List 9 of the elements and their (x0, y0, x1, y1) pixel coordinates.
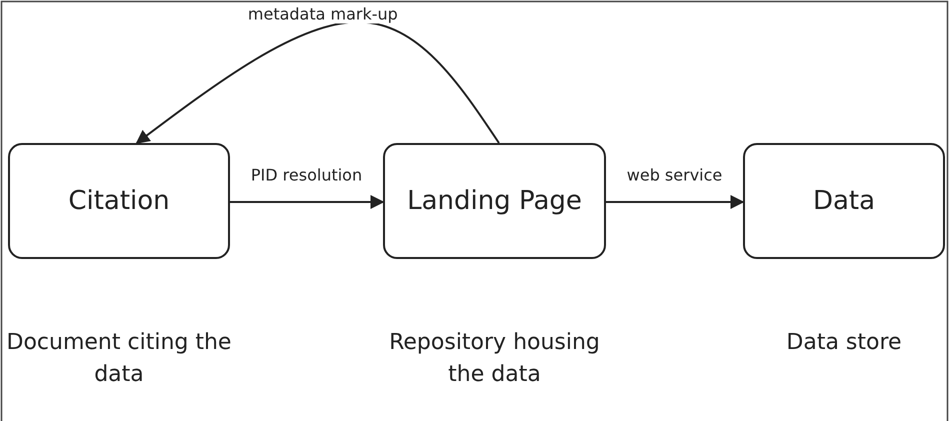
node-label: Citation (68, 186, 170, 216)
node-label: Landing Page (407, 186, 582, 216)
arrow (606, 195, 744, 209)
node-label: Data (812, 186, 876, 216)
node-caption: Data store (786, 329, 902, 357)
arrow (230, 195, 384, 209)
arrow (136, 21, 500, 144)
node-caption: Repository housing the data (388, 329, 601, 389)
node-caption: Document citing the data (6, 329, 232, 389)
